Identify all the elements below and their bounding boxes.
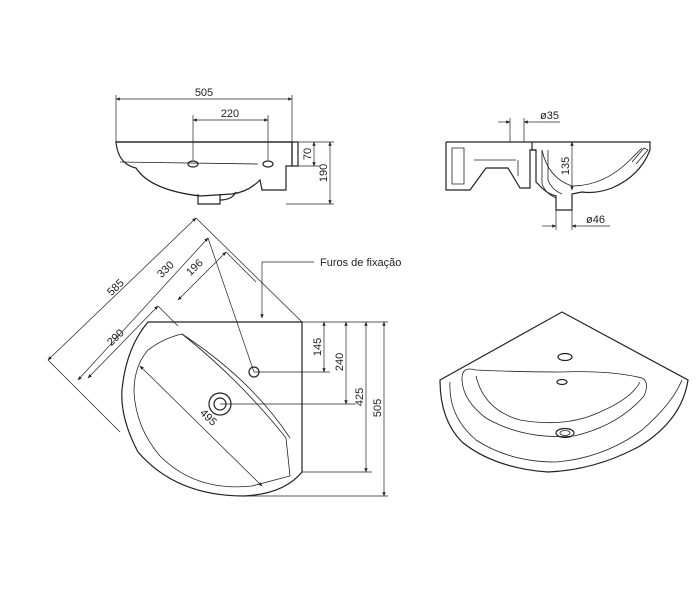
- dim-220: 220: [221, 108, 239, 120]
- dim-d46: ø46: [586, 214, 605, 226]
- dim-135: 135: [560, 157, 572, 175]
- dim-190: 190: [318, 164, 330, 182]
- dim-330: 330: [155, 259, 177, 280]
- front-view: 505 220 70 190: [115, 87, 334, 205]
- dim-70: 70: [302, 148, 314, 160]
- dim-240: 240: [334, 353, 346, 371]
- dim-505-top: 505: [195, 87, 213, 99]
- dim-d35: ø35: [540, 110, 559, 122]
- dim-425: 425: [354, 388, 366, 406]
- note-furos-de-fixacao: Furos de fixação: [320, 257, 401, 269]
- perspective-view: [439, 311, 689, 473]
- side-view: ø35 135 ø46: [445, 110, 651, 230]
- dim-505-right: 505: [372, 399, 384, 417]
- dim-585: 585: [105, 277, 127, 298]
- top-view: 145 240 425 505 585 330 196 290 495 Furo…: [47, 217, 401, 497]
- dim-145: 145: [312, 338, 324, 356]
